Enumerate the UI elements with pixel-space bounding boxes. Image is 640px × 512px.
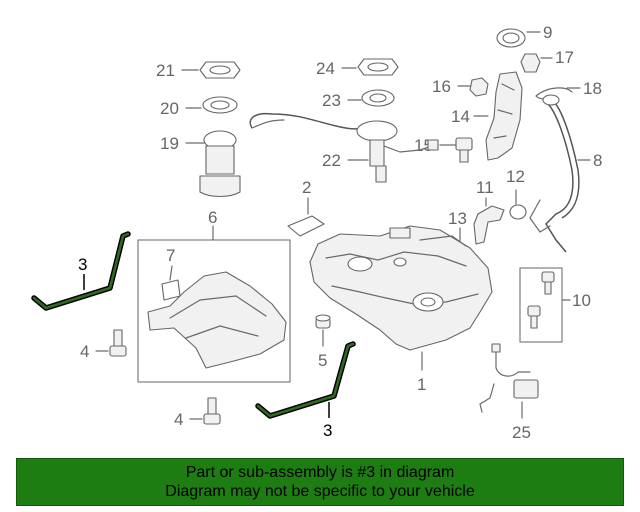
part-20-ring: 20 (160, 96, 238, 118)
callout-23: 23 (322, 91, 341, 110)
part-14-bracket: 14 (451, 71, 523, 161)
callout-1: 1 (417, 375, 426, 394)
part-23-ring: 23 (322, 89, 395, 110)
part-12-clamp: 12 (506, 167, 527, 220)
banner-line-2: Diagram may not be specific to your vehi… (165, 483, 475, 500)
callout-12: 12 (506, 167, 525, 186)
part-17-cap: 17 (520, 48, 574, 73)
part-16-grommet: 16 (432, 77, 489, 97)
part-info-banner: Part or sub-assembly is #3 in diagram Di… (16, 458, 624, 506)
part-11-hose: 11 (473, 178, 505, 245)
callout-6: 6 (208, 208, 217, 227)
callout-20: 20 (160, 99, 179, 118)
callout-22: 22 (322, 151, 341, 170)
callout-3a: 3 (78, 255, 87, 274)
callout-19: 19 (160, 134, 179, 153)
part-3-strap-left: 3 (31, 231, 131, 311)
banner-line-1: Part or sub-assembly is #3 in diagram (185, 464, 455, 481)
callout-14: 14 (451, 107, 470, 126)
callout-13: 13 (448, 209, 467, 228)
callout-10: 10 (572, 291, 591, 310)
callout-21: 21 (156, 61, 175, 80)
callout-3b: 3 (323, 421, 332, 440)
callout-8: 8 (593, 151, 602, 170)
part-24-lock-ring: 24 (316, 58, 399, 78)
callout-16: 16 (432, 77, 451, 96)
callout-7: 7 (166, 246, 175, 265)
part-21-lock-ring: 21 (156, 61, 241, 80)
callout-24: 24 (316, 59, 335, 78)
part-3-strap-right: 3 (255, 341, 356, 440)
fuel-system-parts-diagram: 9 17 16 18 14 1 5 8 (31, 23, 602, 442)
part-2-pad: 2 (287, 178, 325, 237)
callout-25: 25 (512, 423, 531, 442)
part-4-bolt-lower: 4 (174, 397, 221, 429)
part-8-filler-pipe: 8 (529, 94, 602, 253)
part-4-bolt-upper: 4 (80, 329, 127, 361)
part-25-harness: 25 (479, 343, 539, 442)
callout-5: 5 (318, 351, 327, 370)
part-1-fuel-tank: 1 (309, 225, 493, 394)
part-10-bolts: 10 (519, 267, 591, 343)
callout-18: 18 (583, 79, 602, 98)
part-19-pump: 19 (160, 130, 241, 198)
part-9-gasket: 9 (496, 23, 552, 48)
callout-9: 9 (543, 23, 552, 42)
part-5-grommet: 5 (315, 314, 331, 370)
part-22-sender-unit: 22 (249, 112, 439, 183)
part-18-clip: 18 (535, 79, 602, 100)
callout-4b: 4 (174, 410, 183, 429)
callout-17: 17 (555, 48, 574, 67)
callout-2: 2 (302, 178, 311, 197)
callout-11: 11 (476, 178, 494, 197)
part-6-heat-shield-group: 6 7 (137, 208, 291, 383)
callout-4a: 4 (80, 342, 89, 361)
